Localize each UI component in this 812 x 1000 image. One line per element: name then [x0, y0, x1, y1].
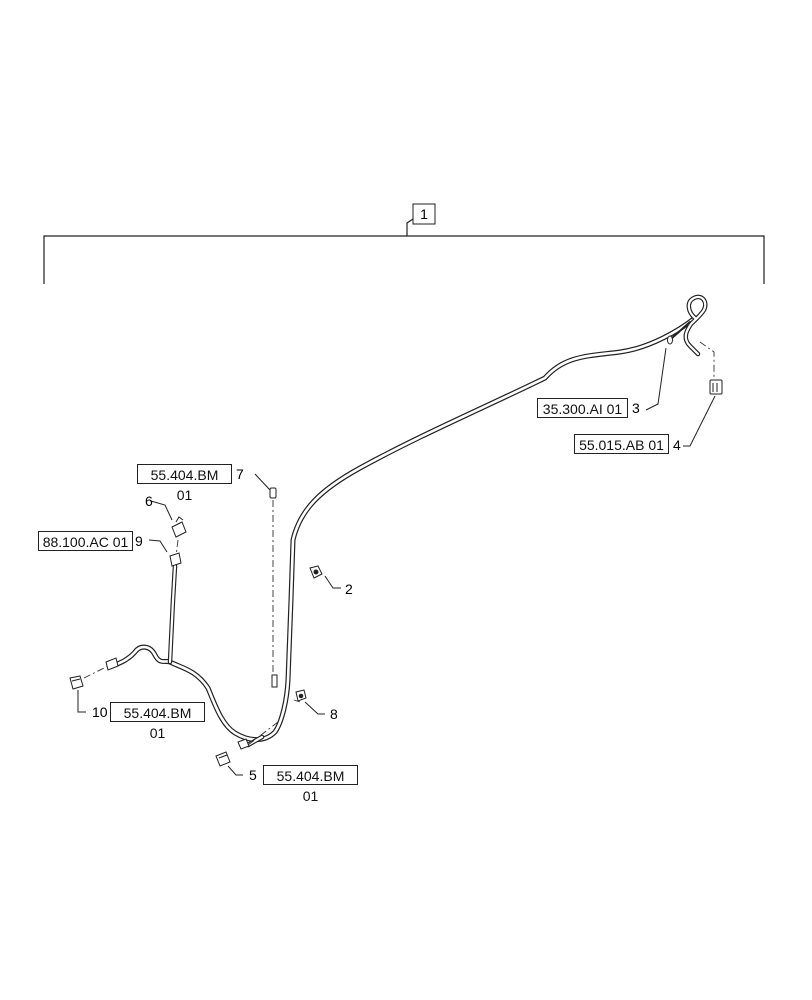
- callout-2: 2: [345, 581, 353, 597]
- clip-8: [295, 689, 307, 702]
- reference-box-10[interactable]: 55.404.BM 01: [110, 702, 205, 741]
- wire-harness: [107, 294, 708, 748]
- terminal-3: [667, 335, 673, 345]
- reference-box-7[interactable]: 55.404.BM 01: [137, 464, 232, 503]
- reference-box-4[interactable]: 55.015.AB 01: [574, 434, 669, 454]
- callout-9: 9: [135, 533, 143, 549]
- callout-7: 7: [236, 466, 244, 482]
- alignment-lines: [83, 341, 715, 746]
- clip-2: [309, 565, 323, 579]
- assembly-bracket: [43, 218, 765, 284]
- connector-5: [215, 751, 231, 767]
- callout-8: 8: [330, 706, 338, 722]
- reference-box-9[interactable]: 88.100.AC 01: [38, 531, 133, 551]
- assembly-item-label: 1: [420, 206, 428, 222]
- callout-10: 10: [92, 704, 108, 720]
- connector-4: [709, 379, 723, 395]
- reference-box-5[interactable]: 55.404.BM 01: [263, 765, 358, 804]
- harness-fittings: [105, 657, 278, 750]
- leader-lines: [77, 347, 716, 776]
- connector-9: [169, 552, 182, 567]
- connector-6: [171, 516, 187, 538]
- assembly-item-box: [412, 203, 436, 225]
- callout-6: 6: [145, 493, 153, 509]
- callout-4: 4: [673, 437, 681, 453]
- callout-3: 3: [632, 400, 640, 416]
- reference-box-3[interactable]: 35.300.AI 01: [537, 398, 628, 418]
- connector-10: [69, 675, 84, 690]
- terminal-7: [269, 487, 277, 499]
- callout-5: 5: [249, 767, 257, 783]
